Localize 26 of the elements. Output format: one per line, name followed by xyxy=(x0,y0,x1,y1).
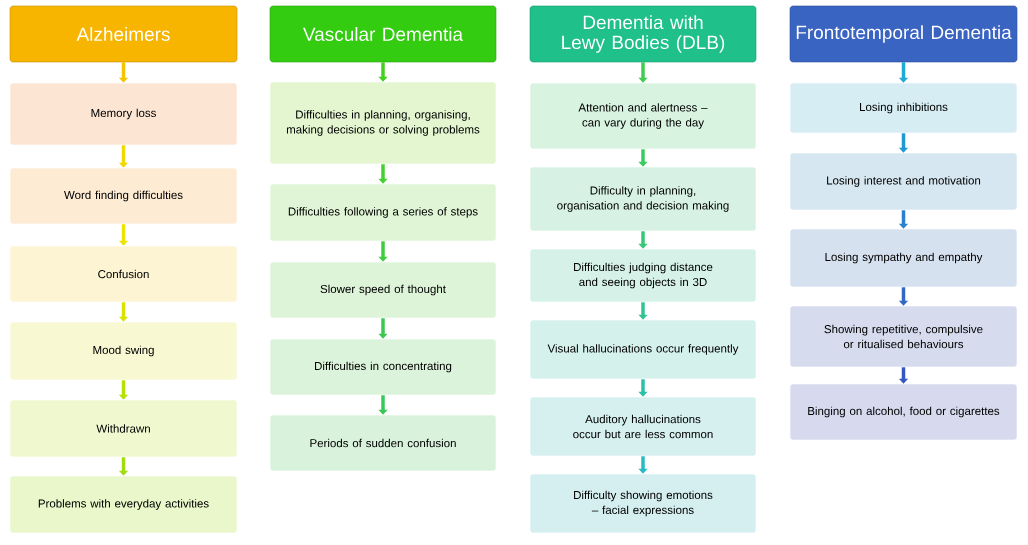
symptom-box: Difficulties in concentrating xyxy=(269,338,497,396)
symptom-box: Losing inhibitions xyxy=(789,82,1018,134)
symptom-box: Binging on alcohol, food or cigarettes xyxy=(789,383,1018,441)
header-box: Dementia with Lewy Bodies (DLB) xyxy=(529,5,757,63)
symptom-box: Difficulties in planning, organising, making decisions or solving problems xyxy=(269,81,497,165)
symptom-box: Losing interest and motivation xyxy=(789,152,1018,211)
header-box: Alzheimers xyxy=(9,5,238,63)
symptom-box: Problems with everyday activities xyxy=(9,475,238,534)
symptom-box: Attention and alertness – can vary during the day xyxy=(529,82,757,150)
symptom-box: Showing repetitive, compulsive or ritualised behaviours xyxy=(789,305,1018,368)
symptom-box: Difficulty showing emotions – facial expressions xyxy=(529,473,757,534)
symptom-box: Mood swing xyxy=(9,321,238,381)
header-box: Vascular Dementia xyxy=(269,5,497,63)
header-box: Frontotemporal Dementia xyxy=(789,5,1018,63)
symptom-box: Difficulties judging distance and seeing objects in 3D xyxy=(529,248,757,303)
symptom-box: Periods of sudden confusion xyxy=(269,414,497,472)
symptom-box: Withdrawn xyxy=(9,399,238,458)
symptom-box: Auditory hallucinations occur but are less common xyxy=(529,396,757,457)
symptom-box: Confusion xyxy=(9,245,238,303)
symptom-box: Memory loss xyxy=(9,82,238,146)
symptom-box: Visual hallucinations occur frequently xyxy=(529,319,757,380)
symptom-box: Word finding difficulties xyxy=(9,167,238,225)
symptom-box: Losing sympathy and empathy xyxy=(789,228,1018,288)
symptom-box: Difficulties following a series of steps xyxy=(269,183,497,242)
symptom-box: Difficulty in planning, organisation and decision making xyxy=(529,166,757,232)
symptom-box: Slower speed of thought xyxy=(269,261,497,319)
